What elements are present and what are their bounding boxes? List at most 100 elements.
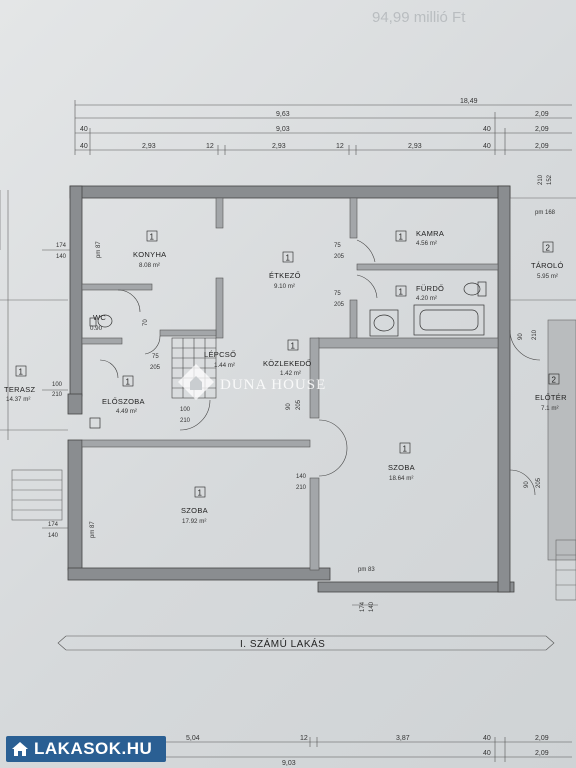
room-area: 4.56 m² <box>416 240 437 247</box>
bdim-4: 2,09 <box>535 735 549 742</box>
room-name: ELŐTÉR <box>535 393 567 402</box>
door-dim-h-h: 210 <box>296 485 307 491</box>
room-num: 1 <box>286 254 291 263</box>
room-area: 0.90 <box>90 325 103 332</box>
dim-row3-b: 9,03 <box>276 126 290 133</box>
pm-168: pm 168 <box>535 210 556 216</box>
room-num: 1 <box>399 233 404 242</box>
room-num: 1 <box>403 445 408 454</box>
bdim-1: 12 <box>300 735 308 742</box>
room-terasz: 1 TERASZ 14.37 m² <box>4 365 35 403</box>
room-num: 1 <box>150 233 155 242</box>
room-area: 18.64 m² <box>389 475 413 482</box>
door-dim-f-h: 210 <box>180 418 191 424</box>
room-name: SZOBA <box>388 463 415 472</box>
pm-bottom: pm 87 <box>90 521 96 538</box>
bdim-6: 40 <box>483 750 491 757</box>
dim-row4-7: 2,09 <box>535 143 549 150</box>
ghost-price: 94,99 millió Ft <box>372 9 466 26</box>
door-dim-a-w: 174 <box>56 243 67 249</box>
door-dim-j-h: 140 <box>369 601 375 612</box>
door-dim-d-h: 205 <box>150 365 161 371</box>
door-dim-f-w: 100 <box>180 407 191 413</box>
door-swings <box>99 239 541 496</box>
door-dim-h-w: 140 <box>296 474 307 480</box>
top-dimensions <box>74 100 572 155</box>
bdim-3: 40 <box>483 735 491 742</box>
room-furdo: 1 FÜRDŐ 4.20 m² <box>395 284 444 302</box>
plan-title-banner: I. SZÁMÚ LAKÁS <box>57 635 555 651</box>
door-dim-m-h: 205 <box>536 477 542 488</box>
room-szoba-right: 1 SZOBA 18.64 m² <box>388 442 415 482</box>
dim-row2-left: 9,63 <box>276 111 290 118</box>
bdim-5: 9,03 <box>282 760 296 767</box>
door-dim-g-w: 90 <box>286 403 292 410</box>
room-name: ÉTKEZŐ <box>269 271 301 280</box>
room-name: KONYHA <box>133 250 166 259</box>
room-kamra: 1 KAMRA 4.56 m² <box>395 229 444 247</box>
room-num: 2 <box>552 376 557 385</box>
dim-row4-3: 2,93 <box>272 143 286 150</box>
room-area: 1.44 m² <box>214 362 235 369</box>
walls <box>67 185 515 593</box>
room-name: TÁROLÓ <box>531 261 564 270</box>
room-num: 1 <box>126 378 131 387</box>
dim-row3-c: 40 <box>483 126 491 133</box>
bottom-dimensions <box>90 737 572 762</box>
dim-total: 18,49 <box>460 98 478 105</box>
dim-row4-4: 12 <box>336 143 344 150</box>
room-num: 1 <box>291 342 296 351</box>
room-etkezo: 1 ÉTKEZŐ 9.10 m² <box>269 251 301 290</box>
room-area: 1.42 m² <box>280 370 301 377</box>
terasz-area <box>0 190 68 521</box>
room-area: 5.95 m² <box>537 273 558 280</box>
room-konyha: 1 KONYHA 8.08 m² <box>133 230 166 269</box>
room-area: 14.37 m² <box>6 396 30 403</box>
bdim-2: 3,87 <box>396 735 410 742</box>
room-name: KÖZLEKEDŐ <box>263 359 312 368</box>
dim-row2-right: 2,09 <box>535 111 549 118</box>
room-lepcso: LÉPCSŐ 1.44 m² <box>204 350 236 369</box>
room-wc: WC 0.90 <box>90 313 106 332</box>
door-dim-k-h: 152 <box>547 174 553 185</box>
room-area: 17.92 m² <box>182 518 206 525</box>
door-dim-l-w: 90 <box>518 333 524 340</box>
room-name: FÜRDŐ <box>416 284 444 293</box>
duna-house-watermark: DUNA HOUSE <box>178 364 325 400</box>
door-dim-b-w: 75 <box>334 243 341 249</box>
room-num: 1 <box>19 368 24 377</box>
bdim-0: 5,04 <box>186 735 200 742</box>
bdim-7: 2,09 <box>535 750 549 757</box>
room-area: 7.1 m² <box>541 405 559 412</box>
room-area: 4.49 m² <box>116 408 137 415</box>
room-tarolo: 2 TÁROLÓ 5.95 m² <box>531 241 564 280</box>
door-dim-a-h: 140 <box>56 254 67 260</box>
door-dim-j-w: 174 <box>360 601 366 612</box>
room-area: 9.10 m² <box>274 283 295 290</box>
room-name: KAMRA <box>416 229 444 238</box>
room-name: ELŐSZOBA <box>102 397 145 406</box>
room-area: 8.08 m² <box>139 262 160 269</box>
door-dim-i-w: 174 <box>48 522 59 528</box>
pm-83: pm 83 <box>358 567 375 573</box>
room-eloter: 2 ELŐTÉR 7.1 m² <box>535 373 567 412</box>
dim-row3-a: 40 <box>80 126 88 133</box>
dim-row3-d: 2,09 <box>535 126 549 133</box>
house-icon <box>12 742 28 756</box>
room-name: WC <box>93 313 106 322</box>
bathroom-fixtures <box>89 281 487 429</box>
logo-text: LAKASOK.HU <box>34 739 153 758</box>
plan-title: I. SZÁMÚ LAKÁS <box>240 637 325 650</box>
dim-row4-5: 2,93 <box>408 143 422 150</box>
inner-walls <box>81 197 499 571</box>
door-dim-c-h: 205 <box>334 302 345 308</box>
door-dim-k-w: 210 <box>538 174 544 185</box>
room-eloszoba: 1 ELŐSZOBA 4.49 m² <box>102 375 145 415</box>
door-dim-g-h: 205 <box>296 399 302 410</box>
room-num: 2 <box>546 244 551 253</box>
dim-row4-2: 12 <box>206 143 214 150</box>
room-area: 4.20 m² <box>416 295 437 302</box>
dim-row4-0: 40 <box>80 143 88 150</box>
